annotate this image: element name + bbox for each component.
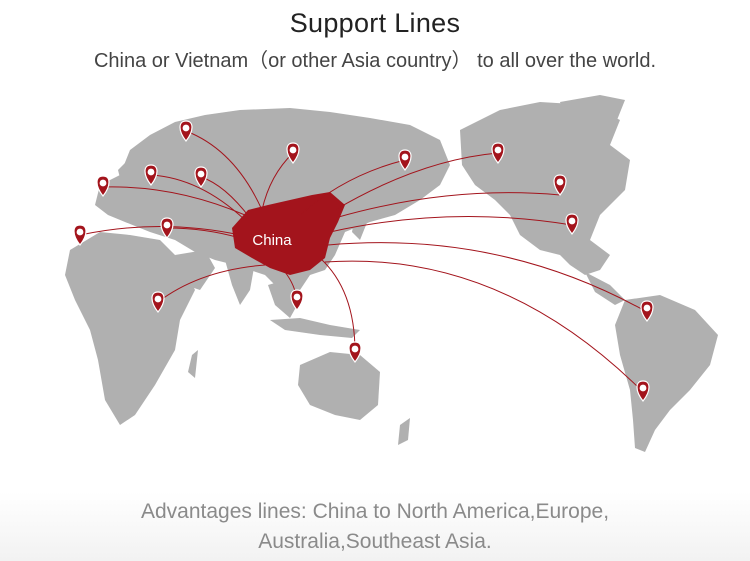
route-russia-northwest [185,130,263,211]
route-venezuela [327,242,648,313]
land-indonesia [270,318,360,338]
route-east-africa [157,264,266,303]
route-alaska [334,152,499,211]
land-masses [65,95,718,452]
support-lines [79,130,648,393]
route-mediterranean [166,227,241,239]
route-uk [102,186,246,216]
land-australia [298,352,380,420]
land-central-america [585,272,625,305]
footer-band [0,492,750,561]
land-uk [118,160,132,186]
advantages-text: Advantages lines: China to North America… [60,497,690,557]
world-map: China [65,95,718,452]
route-canada [334,192,561,219]
china-region [232,192,345,275]
land-south-america [615,295,718,452]
page-subtitle: China or Vietnam（or other Asia country） … [93,50,657,72]
land-north-america [460,102,630,275]
land-india [225,260,255,305]
route-australia [319,257,356,353]
china-hub: China [232,192,345,275]
route-russia-east [299,159,406,216]
land-new-zealand [398,418,410,445]
land-greenland [560,95,625,130]
advantages-line-2: Australia,Southeast Asia. [258,530,492,553]
page-title: Support Lines [289,8,461,38]
land-africa [65,232,195,425]
route-usa [329,215,573,233]
advantages-line-1: Advantages lines: China to North America… [140,500,610,523]
route-west-africa [79,226,241,236]
route-europe-north [150,174,246,221]
land-se-asia [268,280,300,318]
land-scandinavia [150,132,195,180]
route-brazil [324,260,644,393]
china-label: China [252,232,292,249]
land-madagascar [188,350,198,378]
